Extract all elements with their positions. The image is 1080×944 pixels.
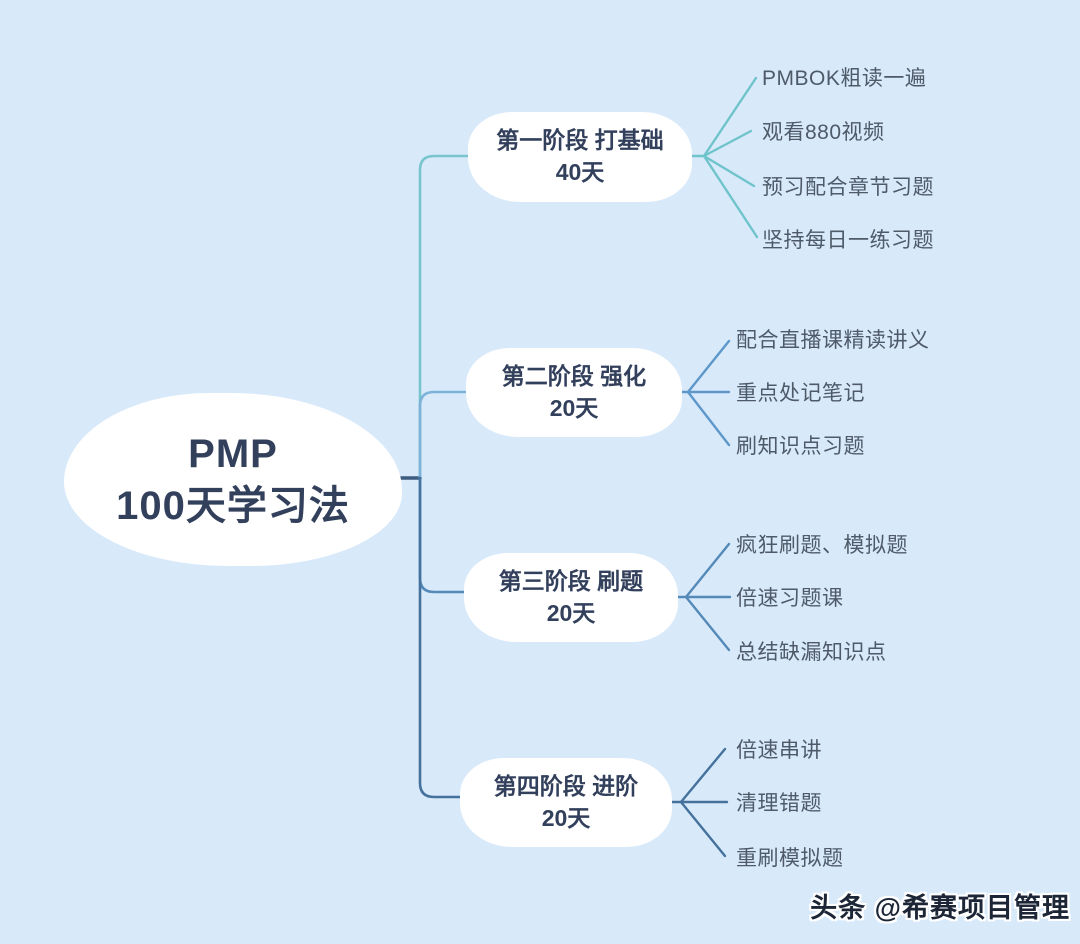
- stage-2-title: 第二阶段 强化: [501, 362, 647, 389]
- fan-line-stage-3-item-3: [684, 595, 731, 652]
- leaf-item: 坚持每日一练习题: [762, 229, 934, 252]
- root-node-title-line1: PMP: [188, 431, 278, 476]
- branch-line-stage-1: [418, 154, 478, 480]
- leaf-item: 倍速习题课: [736, 587, 844, 610]
- leaf-item: 重刷模拟题: [736, 847, 844, 870]
- leaf-item: 清理错题: [736, 792, 822, 815]
- stage-node-1: 第一阶段 打基础 40天: [468, 112, 692, 202]
- stage-node-3: 第三阶段 刷题 20天: [464, 553, 678, 642]
- stage-3-title: 第三阶段 刷题: [498, 567, 644, 594]
- stage-1-title: 第一阶段 打基础: [496, 127, 664, 154]
- branch-line-stage-2: [418, 390, 478, 480]
- branch-line-stage-3: [418, 476, 476, 594]
- stage-4-title: 第四阶段 进阶: [493, 772, 639, 799]
- fan-line-stage-3-item-1: [684, 542, 731, 599]
- fan-line-stage-4-item-1: [679, 747, 727, 804]
- fan-line-stage-1-item-1: [702, 76, 758, 158]
- leaf-item: 倍速串讲: [736, 739, 822, 762]
- fan-line-stage-2-item-3: [686, 390, 731, 447]
- root-node-title-line2: 100天学习法: [116, 483, 350, 528]
- root-node: PMP 100天学习法: [64, 393, 402, 566]
- leaf-item: 观看880视频: [762, 121, 885, 144]
- leaf-item: 刷知识点习题: [736, 435, 865, 458]
- stage-4-days: 20天: [541, 804, 591, 831]
- stage-node-4: 第四阶段 进阶 20天: [460, 758, 672, 847]
- branch-line-stage-4: [418, 476, 472, 799]
- leaf-item: 疯狂刷题、模拟题: [736, 534, 908, 557]
- watermark: 头条 @希赛项目管理: [810, 893, 1070, 923]
- fan-line-stage-2-item-1: [686, 339, 731, 394]
- fan-line-stage-4-item-3: [679, 800, 727, 858]
- leaf-item: PMBOK粗读一遍: [762, 67, 927, 90]
- leaf-item: 重点处记笔记: [736, 382, 865, 405]
- stage-3-days: 20天: [546, 599, 596, 626]
- stage-node-2: 第二阶段 强化 20天: [466, 348, 682, 437]
- fan-line-stage-1-item-3: [702, 154, 756, 188]
- leaf-item: 总结缺漏知识点: [736, 641, 887, 664]
- leaf-item: 配合直播课精读讲义: [736, 329, 930, 352]
- fan-line-stage-1-item-4: [702, 154, 759, 239]
- fan-line-stage-1-item-2: [702, 129, 753, 158]
- stage-1-days: 40天: [555, 159, 605, 185]
- stage-2-days: 20天: [549, 394, 599, 421]
- leaf-item: 预习配合章节习题: [762, 176, 934, 199]
